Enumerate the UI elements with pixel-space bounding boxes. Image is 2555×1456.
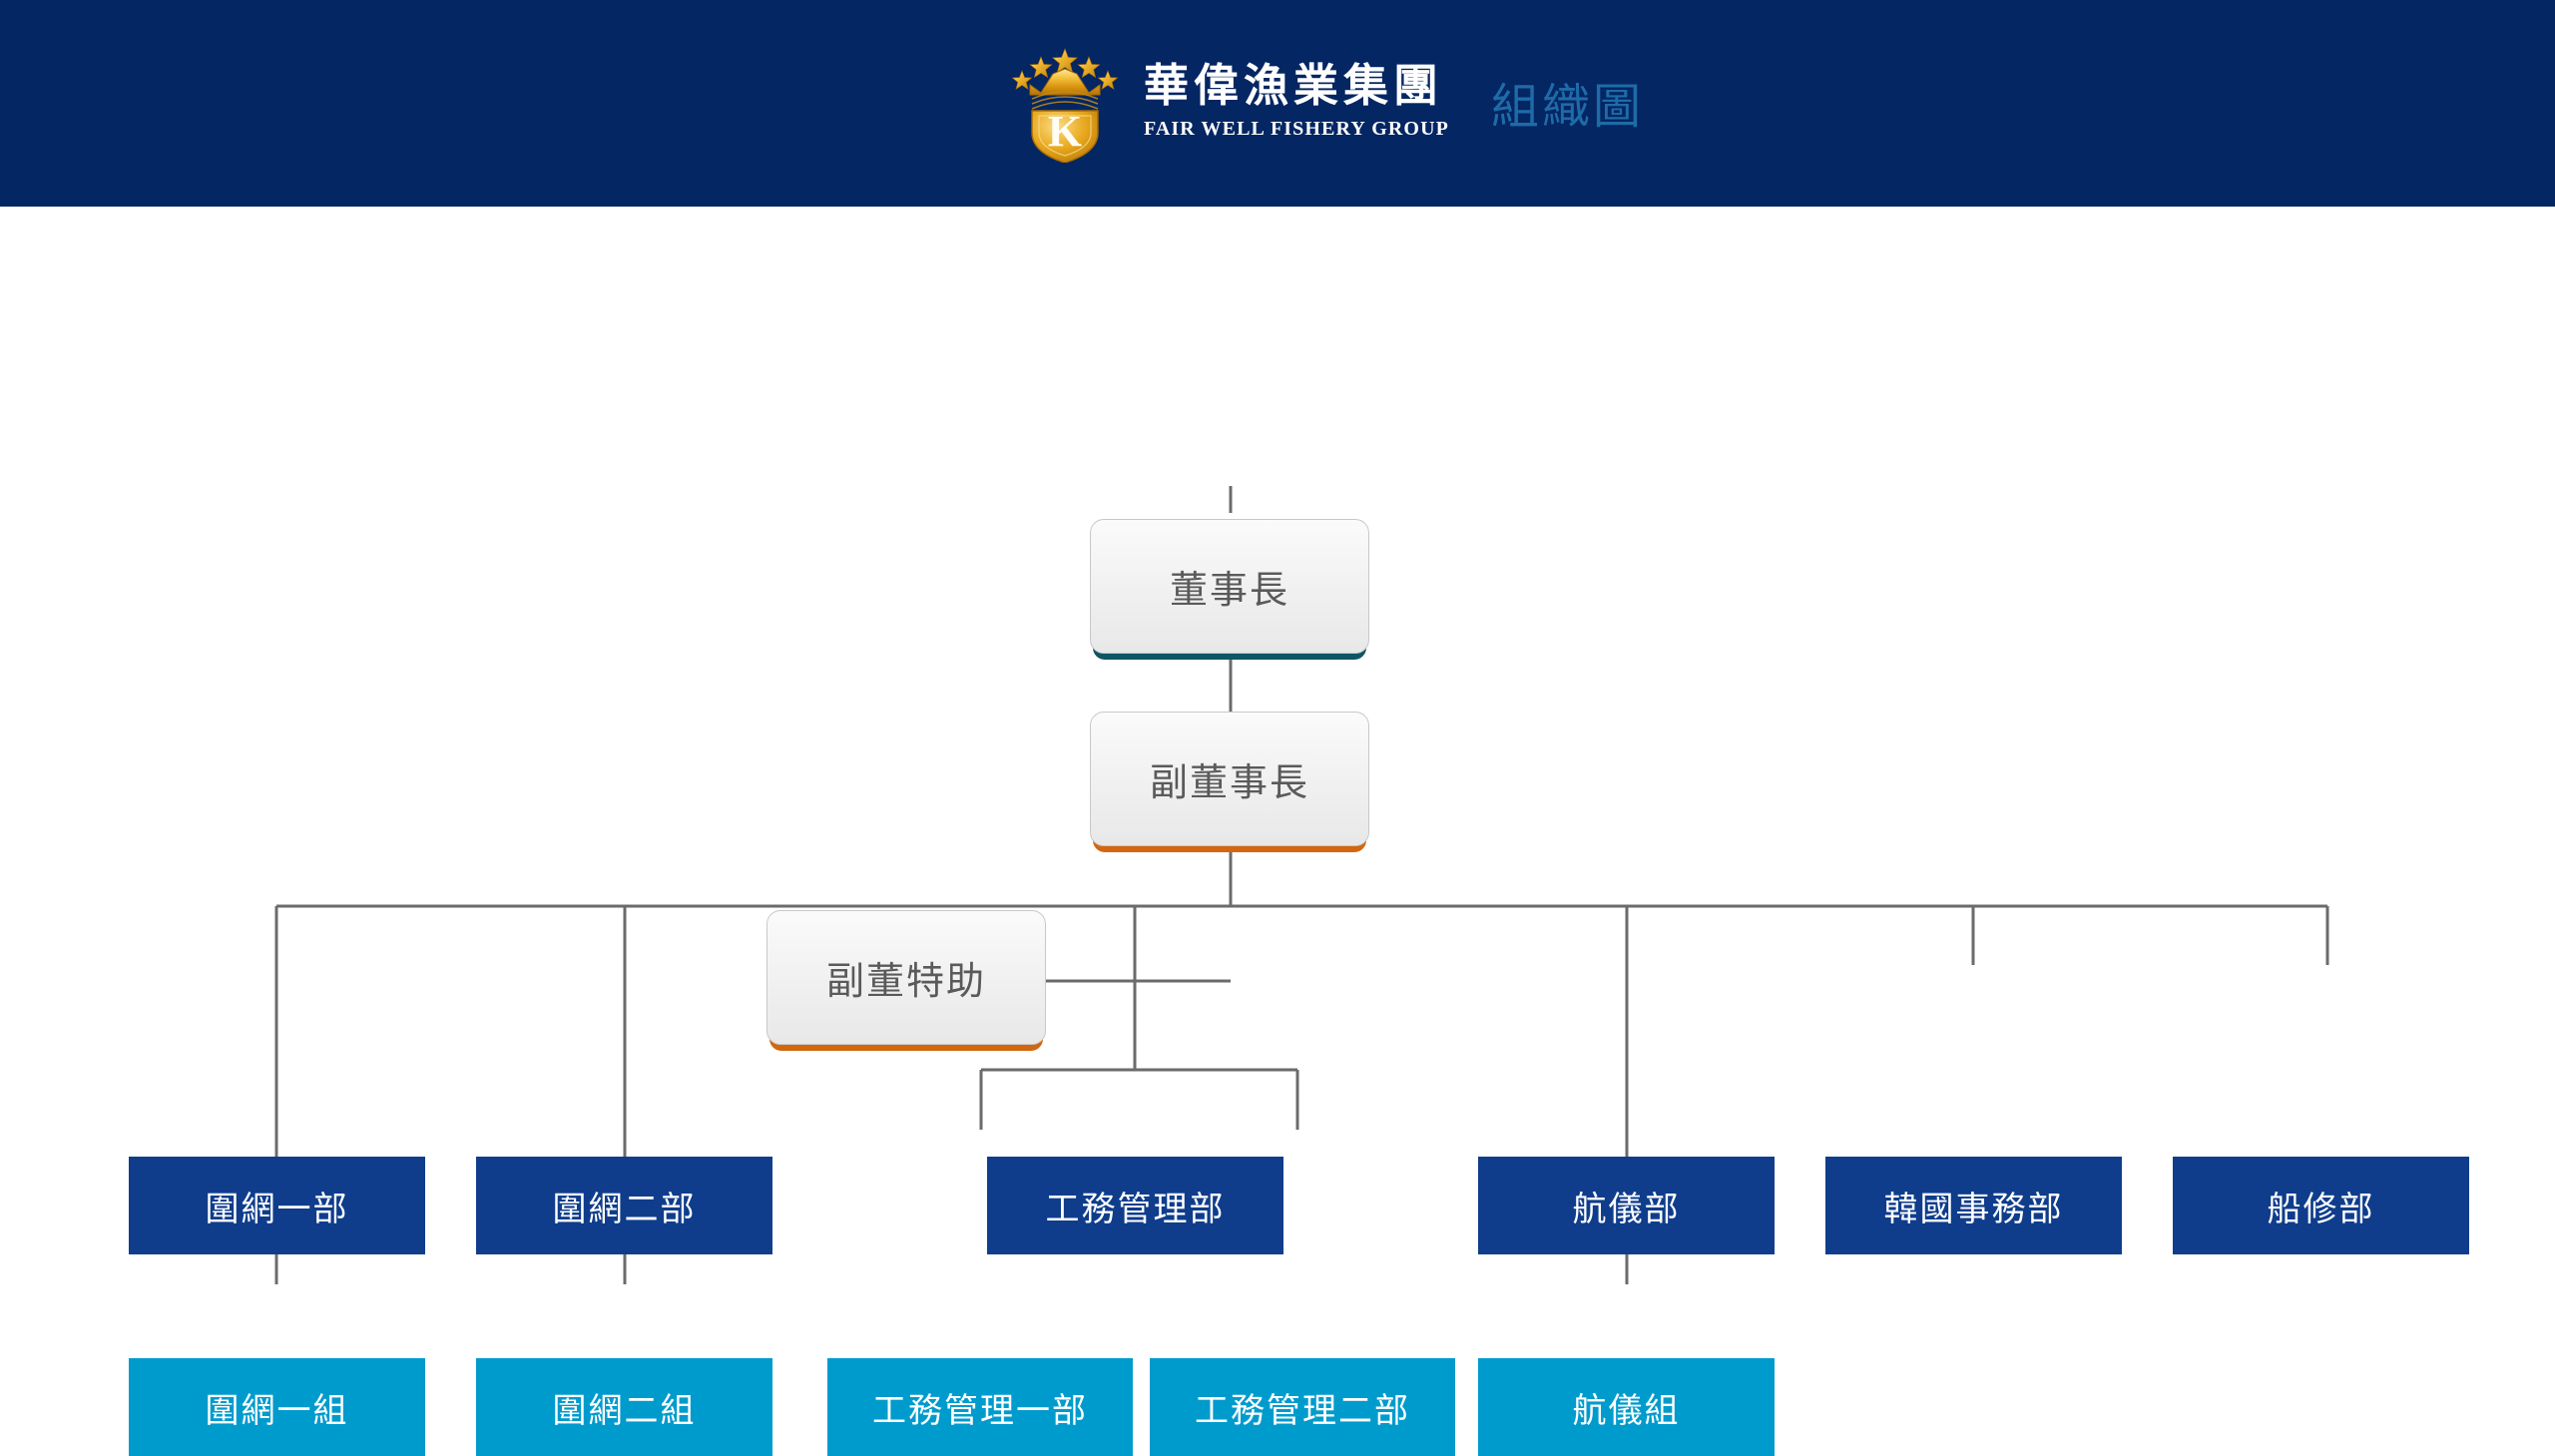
node-assistant[interactable]: 副董特助	[766, 910, 1046, 1045]
node-engineering-dept[interactable]: 工務管理部	[987, 1157, 1283, 1254]
node-vice-chairman[interactable]: 副董事長	[1090, 712, 1369, 846]
node-korea-affairs-dept[interactable]: 韓國事務部	[1825, 1157, 2122, 1254]
node-seine-team-2[interactable]: 圍網二組	[476, 1358, 772, 1456]
page-header: K 華偉漁業集團 FAIR WELL FISHERY GROUP 組織圖	[0, 0, 2555, 207]
node-chairman[interactable]: 董事長	[1090, 519, 1369, 654]
node-label: 圍網二部	[552, 1190, 697, 1228]
org-chart: 董事長 副董事長 副董特助 圍網一部 圍網二部 工務管理部 航儀部 韓國事務部 …	[0, 207, 2555, 1456]
node-label: 航儀部	[1572, 1190, 1681, 1228]
node-ship-repair-dept[interactable]: 船修部	[2173, 1157, 2469, 1254]
node-label: 工務管理一部	[872, 1391, 1088, 1430]
node-engineering-team-1[interactable]: 工務管理一部	[827, 1358, 1133, 1456]
fair-well-fishery-crest-logo: K	[1006, 41, 1124, 163]
node-seine-dept-1[interactable]: 圍網一部	[129, 1157, 425, 1254]
header-brand-block: K 華偉漁業集團 FAIR WELL FISHERY GROUP 組織圖	[1006, 41, 1644, 163]
node-label: 工務管理二部	[1195, 1391, 1410, 1430]
company-name-en: FAIR WELL FISHERY GROUP	[1144, 117, 1449, 140]
svg-text:K: K	[1048, 107, 1082, 156]
connector-lines	[274, 486, 2329, 1284]
node-seine-team-1[interactable]: 圍網一組	[129, 1358, 425, 1456]
node-navigation-dept[interactable]: 航儀部	[1478, 1157, 1775, 1254]
node-engineering-team-2[interactable]: 工務管理二部	[1150, 1358, 1455, 1456]
node-label: 圍網二組	[552, 1391, 697, 1430]
node-navigation-team[interactable]: 航儀組	[1478, 1358, 1775, 1456]
company-name-cn: 華偉漁業集團	[1144, 61, 1444, 112]
page-title: 組織圖	[1490, 81, 1644, 134]
node-label: 船修部	[2267, 1190, 2375, 1228]
node-label: 副董事長	[1149, 762, 1309, 804]
node-label: 航儀組	[1572, 1391, 1681, 1430]
node-label: 韓國事務部	[1883, 1190, 2064, 1228]
node-label: 副董特助	[825, 961, 986, 1003]
node-seine-dept-2[interactable]: 圍網二部	[476, 1157, 772, 1254]
node-label: 圍網一部	[205, 1190, 349, 1228]
node-label: 圍網一組	[205, 1391, 349, 1430]
node-label: 工務管理部	[1045, 1190, 1226, 1228]
node-label: 董事長	[1169, 570, 1289, 612]
company-wordmark: 華偉漁業集團 FAIR WELL FISHERY GROUP	[1144, 46, 1449, 158]
